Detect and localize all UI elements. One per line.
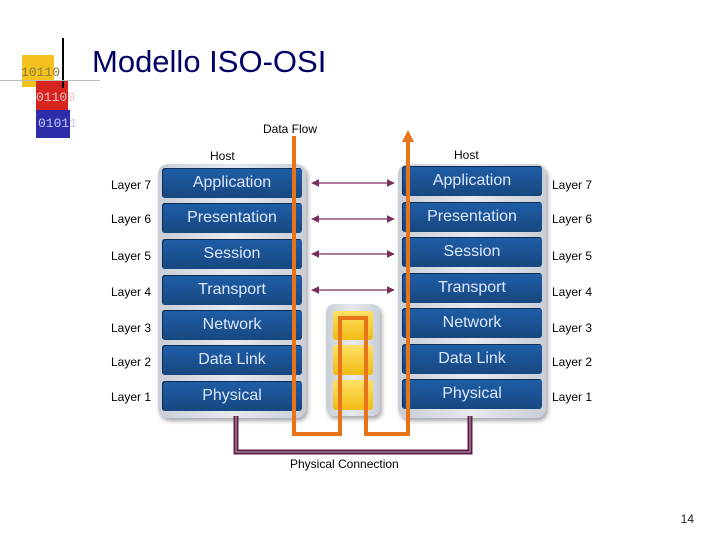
left-layer-label-2: Layer 2 bbox=[111, 355, 152, 369]
left-layer-label-5: Layer 5 bbox=[111, 249, 152, 263]
page-number: 14 bbox=[680, 512, 694, 526]
left-layer-4: Transport bbox=[162, 275, 302, 305]
right-layer-4: Transport bbox=[402, 273, 542, 303]
data-flow-label: Data Flow bbox=[263, 122, 318, 136]
left-layer-label-3: Layer 3 bbox=[111, 321, 152, 335]
right-layer-label-6: Layer 6 bbox=[552, 212, 593, 226]
data-flow-path bbox=[292, 136, 410, 436]
right-layer-3: Network bbox=[402, 308, 542, 338]
right-layer-label-5: Layer 5 bbox=[552, 249, 593, 263]
right-layer-label-3: Layer 3 bbox=[552, 321, 593, 335]
left-layer-6: Presentation bbox=[162, 203, 302, 233]
left-layer-label-4: Layer 4 bbox=[111, 285, 152, 299]
right-layer-5: Session bbox=[402, 237, 542, 267]
right-layer-6: Presentation bbox=[402, 202, 542, 232]
left-layer-label-6: Layer 6 bbox=[111, 212, 152, 226]
data-flow-arrowhead-up bbox=[402, 130, 414, 142]
left-layer-3: Network bbox=[162, 310, 302, 340]
left-layer-2: Data Link bbox=[162, 345, 302, 375]
left-layer-5: Session bbox=[162, 239, 302, 269]
left-layer-label-7: Layer 7 bbox=[111, 178, 152, 192]
right-layer-7: Application bbox=[402, 166, 542, 196]
left-layer-1: Physical bbox=[162, 381, 302, 411]
physical-connection-label: Physical Connection bbox=[290, 457, 399, 471]
physical-connection-cable bbox=[233, 416, 473, 455]
left-layer-7: Application bbox=[162, 168, 302, 198]
left-layer-label-1: Layer 1 bbox=[111, 390, 152, 404]
right-layer-2: Data Link bbox=[402, 344, 542, 374]
right-layer-label-2: Layer 2 bbox=[552, 355, 593, 369]
right-layer-label-1: Layer 1 bbox=[552, 390, 593, 404]
right-layer-label-7: Layer 7 bbox=[552, 178, 593, 192]
logo-horizontal-line bbox=[0, 80, 100, 81]
host-right-label: Host bbox=[454, 148, 479, 162]
logo-vertical-line bbox=[62, 38, 64, 88]
right-layer-label-4: Layer 4 bbox=[552, 285, 593, 299]
host-left-label: Host bbox=[210, 149, 235, 163]
logo-text-2: 01100 bbox=[36, 90, 76, 105]
logo-text-3: 01011 bbox=[38, 116, 78, 131]
slide-title: Modello ISO-OSI bbox=[92, 44, 327, 79]
right-layer-1: Physical bbox=[402, 379, 542, 409]
logo-square-blue bbox=[36, 110, 70, 138]
logo-text-1: 10110 bbox=[21, 65, 61, 80]
